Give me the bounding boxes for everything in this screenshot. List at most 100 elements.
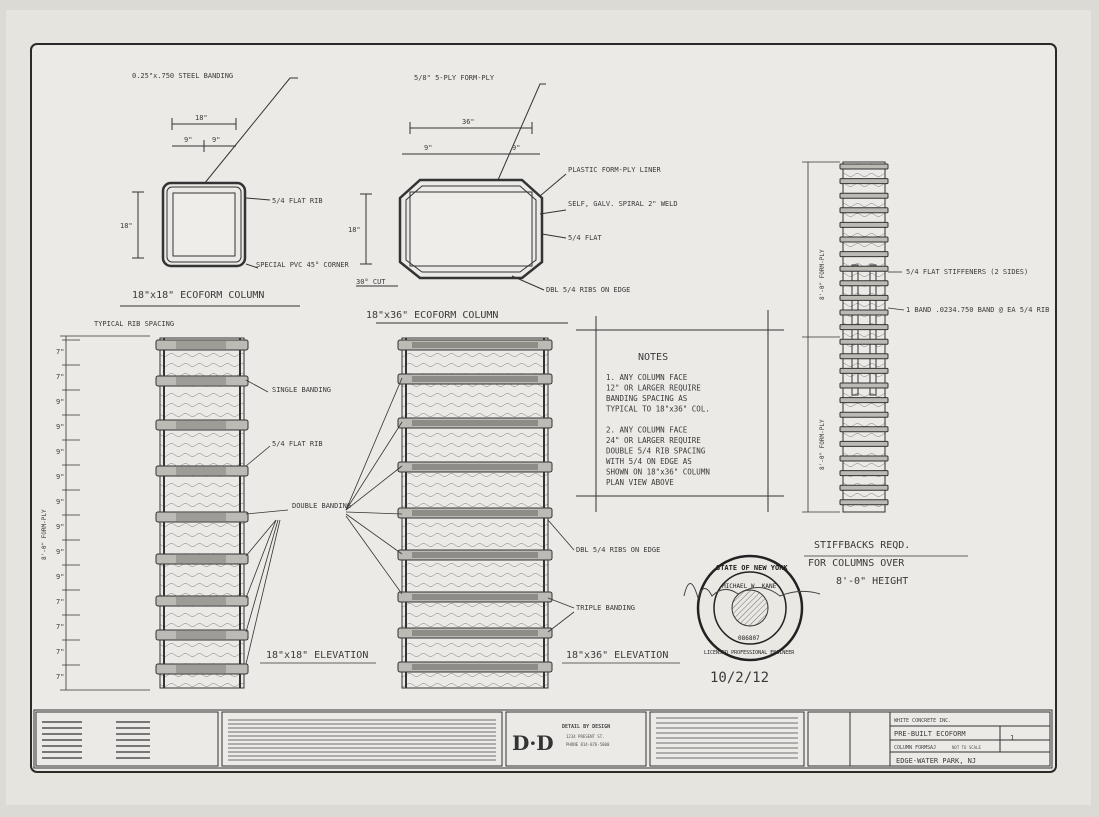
- tick-label: 9": [56, 398, 64, 406]
- tall-elevation: [839, 161, 889, 513]
- note-line: PLAN VIEW ABOVE: [606, 478, 674, 487]
- band-rib: [839, 338, 889, 345]
- pvc-corner-label: SPECIAL PVC 45° CORNER: [256, 261, 350, 269]
- elevation-18-leaders: [245, 379, 376, 665]
- typical-spacing-label: TYPICAL RIB SPACING: [94, 320, 174, 328]
- band-strap: [176, 513, 226, 521]
- single-banding-label: SINGLE BANDING: [272, 386, 331, 394]
- note-line: 12" OR LARGER REQUIRE: [606, 384, 701, 393]
- dim-side-18-rect: 18": [348, 226, 361, 234]
- band-rib: [839, 309, 889, 316]
- dim-9a: 9": [184, 136, 192, 144]
- tick-label: 9": [56, 573, 64, 581]
- sheet-number: 1: [1010, 734, 1014, 742]
- band-rib: [839, 411, 889, 418]
- signature: [683, 583, 821, 600]
- pe-seal: STATE OF NEW YORK MICHAEL W. KANE 086807…: [696, 554, 804, 662]
- band-rib: [839, 280, 889, 287]
- tick-label: 9": [56, 448, 64, 456]
- tick-label: 9": [56, 498, 64, 506]
- tall-dimension: [802, 161, 905, 513]
- seal-top-text: STATE OF NEW YORK: [716, 564, 788, 572]
- band-strap: [176, 421, 226, 429]
- tall-bottom-label: 8'-0" FORM-PLY: [819, 419, 826, 470]
- band-strap: [176, 377, 226, 385]
- seal-date: 10/2/12: [710, 670, 769, 686]
- form-ply-label: 5/8" 5-PLY FORM-PLY: [414, 74, 495, 82]
- one-band-label: 1 BAND .0234.750 BAND @ EA 5/4 RIB: [906, 306, 1049, 314]
- band-strap: [412, 664, 538, 670]
- band-rib: [839, 221, 889, 228]
- band-rib: [839, 207, 889, 214]
- dbl-ribs-label: DBL 5/4 RIBS ON EDGE: [546, 286, 630, 294]
- dim-side-18: 18": [120, 222, 133, 230]
- tall-top-label: 8'-0" FORM-PLY: [819, 249, 826, 300]
- band-strap: [176, 631, 226, 639]
- form-ply-height-label: 8'-0" FORM-PLY: [41, 509, 48, 560]
- band-rib: [839, 455, 889, 462]
- tick-label: 9": [56, 423, 64, 431]
- notes-box: [576, 310, 784, 512]
- dim-18: 18": [195, 114, 208, 122]
- band-rib: [839, 192, 889, 199]
- band-rib: [839, 426, 889, 433]
- band-rib: [839, 251, 889, 258]
- notes-list: 1. ANY COLUMN FACE 12" OR LARGER REQUIRE…: [606, 373, 710, 487]
- tick-label: 7": [56, 648, 64, 656]
- note-line: DOUBLE 5/4 RIB SPACING: [606, 447, 706, 456]
- stiffback-title-1: STIFFBACKS REQD.: [814, 540, 910, 551]
- company-address-1: 1234 PRESENT ST.: [566, 734, 605, 739]
- band-strap: [412, 510, 538, 516]
- band-strap: [412, 420, 538, 426]
- note-line: 2. ANY COLUMN FACE: [606, 426, 688, 435]
- client-name: WHITE CONCRETE INC.: [894, 718, 951, 724]
- band-rib: [839, 236, 889, 243]
- seal-bottom-text: LICENSED PROFESSIONAL ENGINEER: [704, 650, 795, 656]
- drawn-by: AJ: [930, 745, 936, 751]
- dbl-ribs-edge-label: DBL 5/4 RIBS ON EDGE: [576, 546, 660, 554]
- tick-label: 7": [56, 623, 64, 631]
- note-line: WITH 5/4 ON EDGE AS: [606, 457, 692, 466]
- dim-9a-rect: 9": [424, 144, 432, 152]
- company-logo: D·D: [512, 731, 554, 755]
- title-block: [33, 709, 1053, 769]
- flat-rib-elevation-label: 5/4 FLAT RIB: [272, 440, 323, 448]
- tick-label: 9": [56, 473, 64, 481]
- galv-spiral-label: SELF, GALV. SPIRAL 2" WELD: [568, 200, 678, 208]
- note-line: 24" OR LARGER REQUIRE: [606, 436, 701, 445]
- band-strap: [412, 464, 538, 470]
- sheet-title: COLUMN FORMS: [894, 745, 930, 751]
- band-rib: [839, 470, 889, 477]
- band-rib: [839, 324, 889, 331]
- band-strap: [176, 341, 226, 349]
- banding-label: 0.25"x.750 STEEL BANDING: [132, 72, 233, 80]
- band-strap: [412, 594, 538, 600]
- dim-9b-rect: 9": [512, 144, 520, 152]
- project-location: EDGE-WATER PARK, NJ: [896, 757, 976, 765]
- band-rib: [839, 178, 889, 185]
- tick-label: 7": [56, 673, 64, 681]
- elevation-36-leaders: [345, 377, 680, 664]
- cut-label: 30° CUT: [356, 278, 386, 286]
- rib-spacing-dimensions: [60, 335, 150, 691]
- tick-labels: 7"7"9"9"9"9"9"9"9"9"7"7"7"7": [56, 339, 80, 681]
- stiffeners-label: 5/4 FLAT STIFFENERS (2 SIDES): [906, 268, 1028, 276]
- band-strap: [176, 597, 226, 605]
- band-rib: [839, 294, 889, 301]
- project-name: PRE-BUILT ECOFORM: [894, 730, 966, 738]
- company-address-2: PHONE 814-876-5000: [566, 742, 610, 747]
- band-strap: [412, 376, 538, 382]
- square-plan-title: 18"x18" ECOFORM COLUMN: [132, 290, 264, 301]
- band-rib: [839, 397, 889, 404]
- band-strap: [176, 665, 226, 673]
- square-elevation: [155, 337, 249, 689]
- company-name: DETAIL BY DESIGN: [562, 724, 610, 730]
- triple-banding-label: TRIPLE BANDING: [576, 604, 635, 612]
- tick-label: 7": [56, 598, 64, 606]
- band-rib: [839, 499, 889, 506]
- seal-number: 086807: [738, 635, 760, 642]
- band-strap: [412, 630, 538, 636]
- band-strap: [412, 342, 538, 348]
- plastic-liner-label: PLASTIC FORM-PLY LINER: [568, 166, 662, 174]
